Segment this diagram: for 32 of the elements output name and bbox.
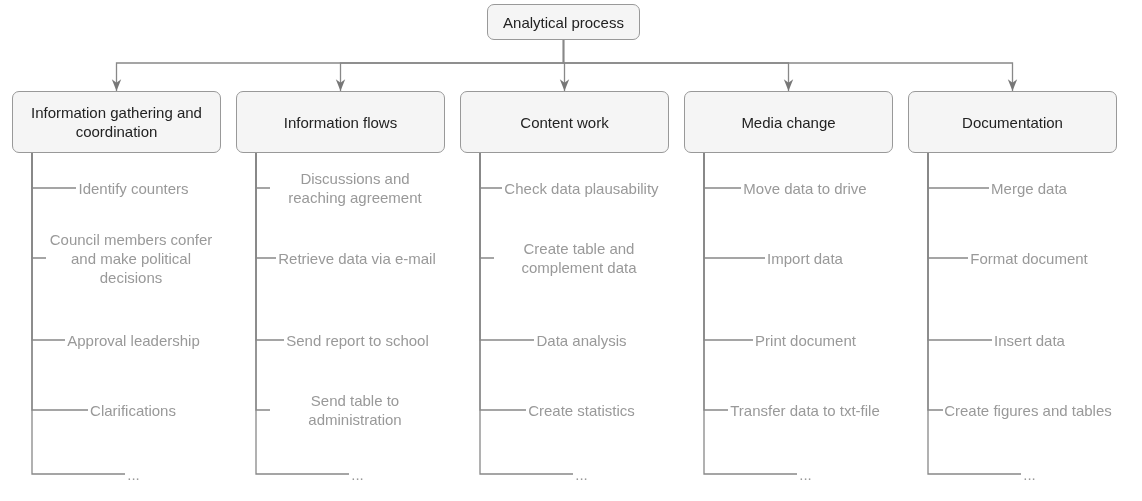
task-text: Create table and complement data [494, 229, 664, 287]
arrow [562, 39, 1018, 92]
task-text: ... [573, 461, 590, 487]
task-text: Create statistics [526, 381, 637, 439]
task-text: Clarifications [88, 381, 178, 439]
task-text: Approval leadership [65, 311, 202, 369]
task-text: ... [349, 461, 366, 487]
task-text: Print document [753, 311, 858, 369]
task-text: Merge data [989, 159, 1069, 217]
task-text: Discussions and reaching agreement [270, 159, 440, 217]
task-text: Format document [968, 229, 1090, 287]
task-text: Check data plausability [502, 159, 661, 217]
task-text: Insert data [992, 311, 1067, 369]
task-text: Import data [765, 229, 845, 287]
task-text: Identify counters [76, 159, 191, 217]
task-text: Data analysis [534, 311, 629, 369]
category-box: Content work [460, 91, 669, 153]
task-text: ... [1021, 461, 1038, 487]
category-box: Information gathering and coordination [12, 91, 221, 153]
task-text: Transfer data to txt-file [728, 381, 882, 439]
task-text: ... [797, 461, 814, 487]
task-text: Send report to school [284, 311, 431, 369]
task-text: Create figures and tables [943, 381, 1113, 439]
category-box: Information flows [236, 91, 445, 153]
category-box: Media change [684, 91, 893, 153]
task-text: Retrieve data via e-mail [276, 229, 438, 287]
root-box: Analytical process [487, 4, 640, 40]
category-box: Documentation [908, 91, 1117, 153]
task-text: Council members confer and make political decisions [46, 229, 216, 287]
task-text: ... [125, 461, 142, 487]
task-text: Move data to drive [741, 159, 869, 217]
task-text: Send table to administration [270, 381, 440, 439]
